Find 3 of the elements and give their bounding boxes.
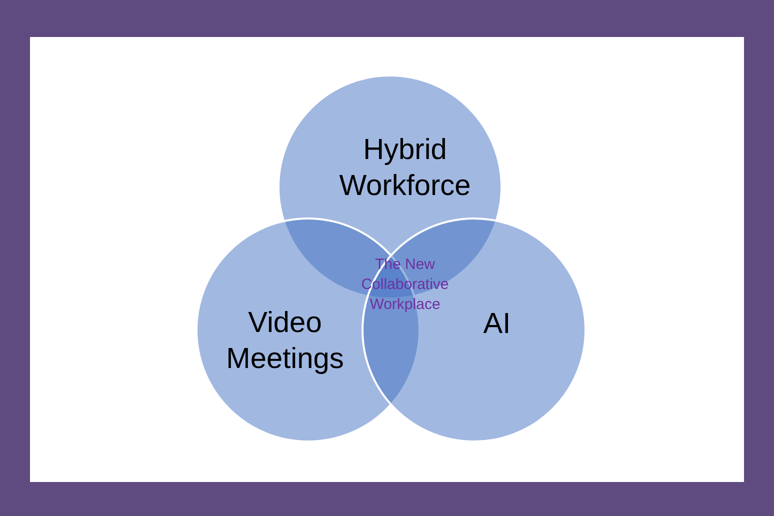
circle-label: AI xyxy=(482,307,512,342)
circle-label: Hybrid Workforce xyxy=(338,133,472,204)
circle-label: Video Meetings xyxy=(225,306,345,377)
